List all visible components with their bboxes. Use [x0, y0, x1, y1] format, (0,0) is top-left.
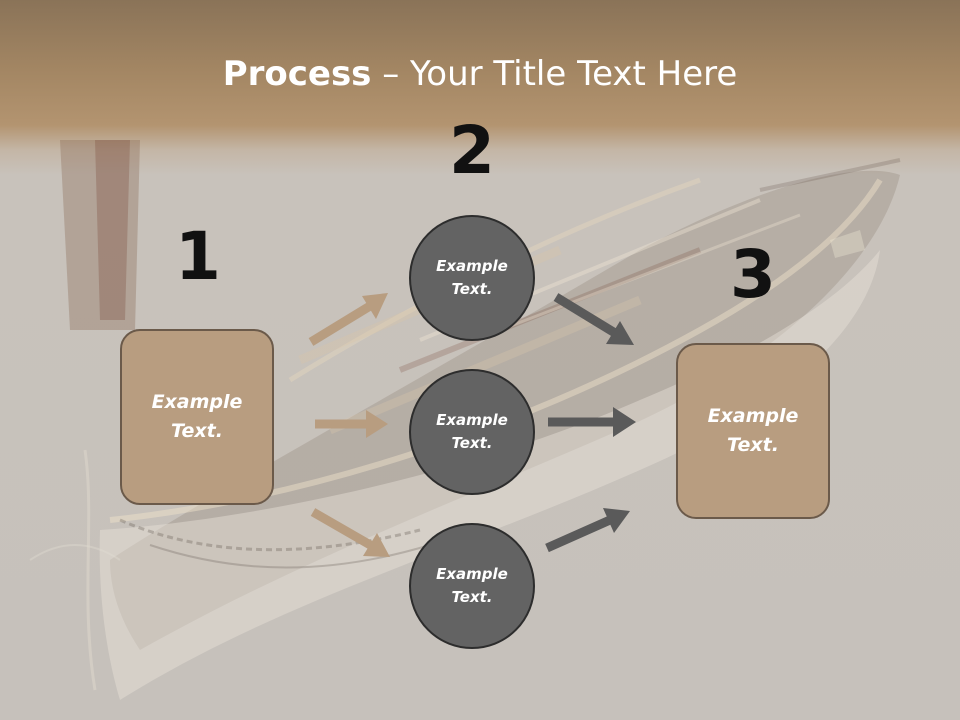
step-2-circle-middle-text: Example Text. — [436, 411, 508, 452]
slide-title: Process – Your Title Text Here — [0, 52, 960, 96]
step-3-box: Example Text. — [676, 343, 830, 519]
title-rest: – Your Title Text Here — [371, 54, 738, 94]
step-number-1: 1 — [175, 218, 221, 295]
step-3-text: Example Text. — [707, 405, 799, 456]
step-2-circle-top-text: Example Text. — [436, 257, 508, 298]
step-2-circle-top: Example Text. — [409, 215, 535, 341]
step-1-text: Example Text. — [151, 391, 243, 442]
step-number-2: 2 — [449, 112, 495, 189]
title-bold: Process — [222, 54, 372, 94]
step-2-circle-bottom-text: Example Text. — [436, 565, 508, 606]
step-2-circle-middle: Example Text. — [409, 369, 535, 495]
step-2-circle-bottom: Example Text. — [409, 523, 535, 649]
step-number-3: 3 — [730, 236, 776, 313]
step-1-box: Example Text. — [120, 329, 274, 505]
